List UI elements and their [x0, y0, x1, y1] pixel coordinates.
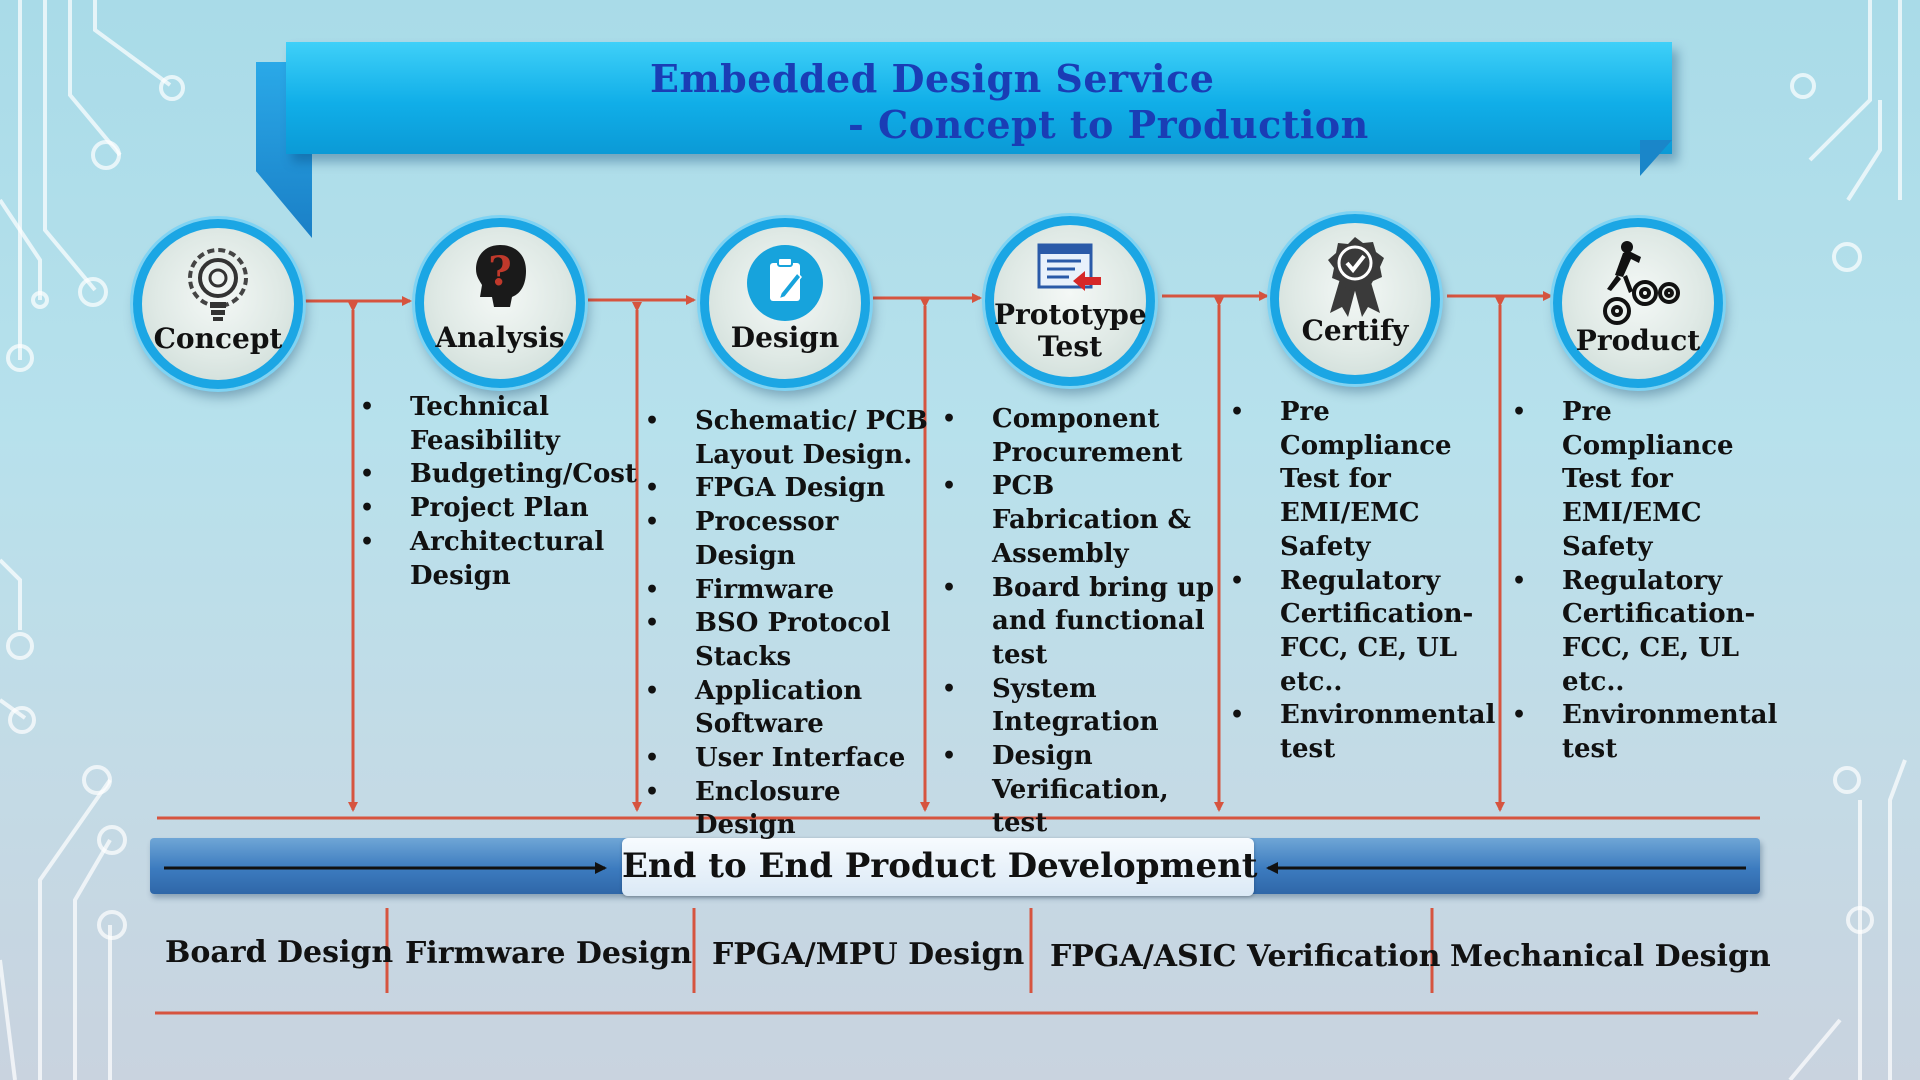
- prototype-test-list: Component Procurement PCB Fabrication & …: [942, 403, 1227, 841]
- certify-list: Pre Compliance Test for EMI/EMC Safety R…: [1230, 396, 1500, 767]
- stage-prototype-label-line1: Prototype: [994, 298, 1147, 331]
- discipline-firmware-design: Firmware Design: [405, 936, 693, 971]
- gear-lightbulb-icon: [188, 248, 248, 321]
- list-item: Architectural Design: [360, 526, 620, 593]
- discipline-board-design: Board Design: [165, 935, 394, 970]
- list-item: BSO Protocol Stacks: [645, 607, 930, 674]
- list-item: Regulatory Certification- FCC, CE, UL et…: [1230, 565, 1500, 700]
- product-list: Pre Compliance Test for EMI/EMC Safety R…: [1512, 396, 1782, 767]
- bar-arrows: [164, 862, 1746, 874]
- title-line-1: Embedded Design Service: [650, 56, 1215, 101]
- stage-concept-label: Concept: [153, 322, 283, 355]
- runner-gears-icon: [1603, 241, 1680, 325]
- svg-text:?: ?: [488, 248, 511, 295]
- discipline-fpga-mpu-design: FPGA/MPU Design: [712, 937, 1025, 972]
- list-item: Enclosure Design: [645, 776, 930, 843]
- stage-product-label: Product: [1575, 324, 1701, 357]
- list-item: Environmental test: [1230, 699, 1500, 766]
- list-item: Board bring up and functional test: [942, 572, 1227, 673]
- design-list: Schematic/ PCB Layout Design. FPGA Desig…: [645, 405, 930, 843]
- title-banner: [286, 42, 1672, 154]
- award-ribbon-check-icon: [1328, 237, 1384, 317]
- list-item: Technical Feasibility: [360, 391, 620, 458]
- list-item: Environmental test: [1512, 699, 1782, 766]
- title-line-2: - Concept to Production: [848, 102, 1369, 147]
- bar-label: End to End Product Development: [622, 846, 1258, 886]
- stage-design-label: Design: [730, 321, 840, 354]
- list-item: User Interface: [645, 742, 930, 776]
- stage-prototype-label-line2: Test: [1037, 330, 1103, 363]
- list-item: Regulatory Certification- FCC, CE, UL et…: [1512, 565, 1782, 700]
- list-item: Design Verification, test: [942, 740, 1227, 841]
- stage-analysis-label: Analysis: [435, 321, 565, 354]
- stage-product: Product: [1553, 218, 1723, 388]
- list-item: Pre Compliance Test for EMI/EMC Safety: [1230, 396, 1500, 565]
- list-item: Application Software: [645, 675, 930, 742]
- list-item: System Integration: [942, 673, 1227, 740]
- analysis-list: Technical Feasibility Budgeting/Cost Pro…: [360, 391, 637, 593]
- list-item: Component Procurement: [942, 403, 1227, 470]
- discipline-mechanical-design: Mechanical Design: [1450, 939, 1771, 974]
- stage-certify-label: Certify: [1301, 314, 1409, 347]
- list-item: Project Plan: [360, 492, 620, 526]
- browser-window-arrow-icon: [1037, 243, 1101, 291]
- clipboard-pencil-icon: [747, 245, 823, 321]
- stage-certify: Certify: [1270, 214, 1440, 384]
- list-item: Processor Design: [645, 506, 930, 573]
- stage-prototype-test: Prototype Test: [985, 216, 1155, 386]
- list-item: PCB Fabrication & Assembly: [942, 470, 1227, 571]
- discipline-fpga-asic-verification: FPGA/ASIC Verification: [1050, 939, 1441, 974]
- list-item: Budgeting/Cost: [360, 458, 637, 492]
- bar-label-box: [622, 838, 1254, 896]
- list-item: Pre Compliance Test for EMI/EMC Safety: [1512, 396, 1782, 565]
- list-item: Schematic/ PCB Layout Design.: [645, 405, 930, 472]
- stage-analysis: ? Analysis: [415, 218, 585, 388]
- list-item: Firmware: [645, 574, 930, 608]
- list-item: FPGA Design: [645, 472, 930, 506]
- stage-concept: Concept: [133, 219, 303, 389]
- question-head-icon: ?: [476, 245, 526, 307]
- stage-design: Design: [700, 218, 870, 388]
